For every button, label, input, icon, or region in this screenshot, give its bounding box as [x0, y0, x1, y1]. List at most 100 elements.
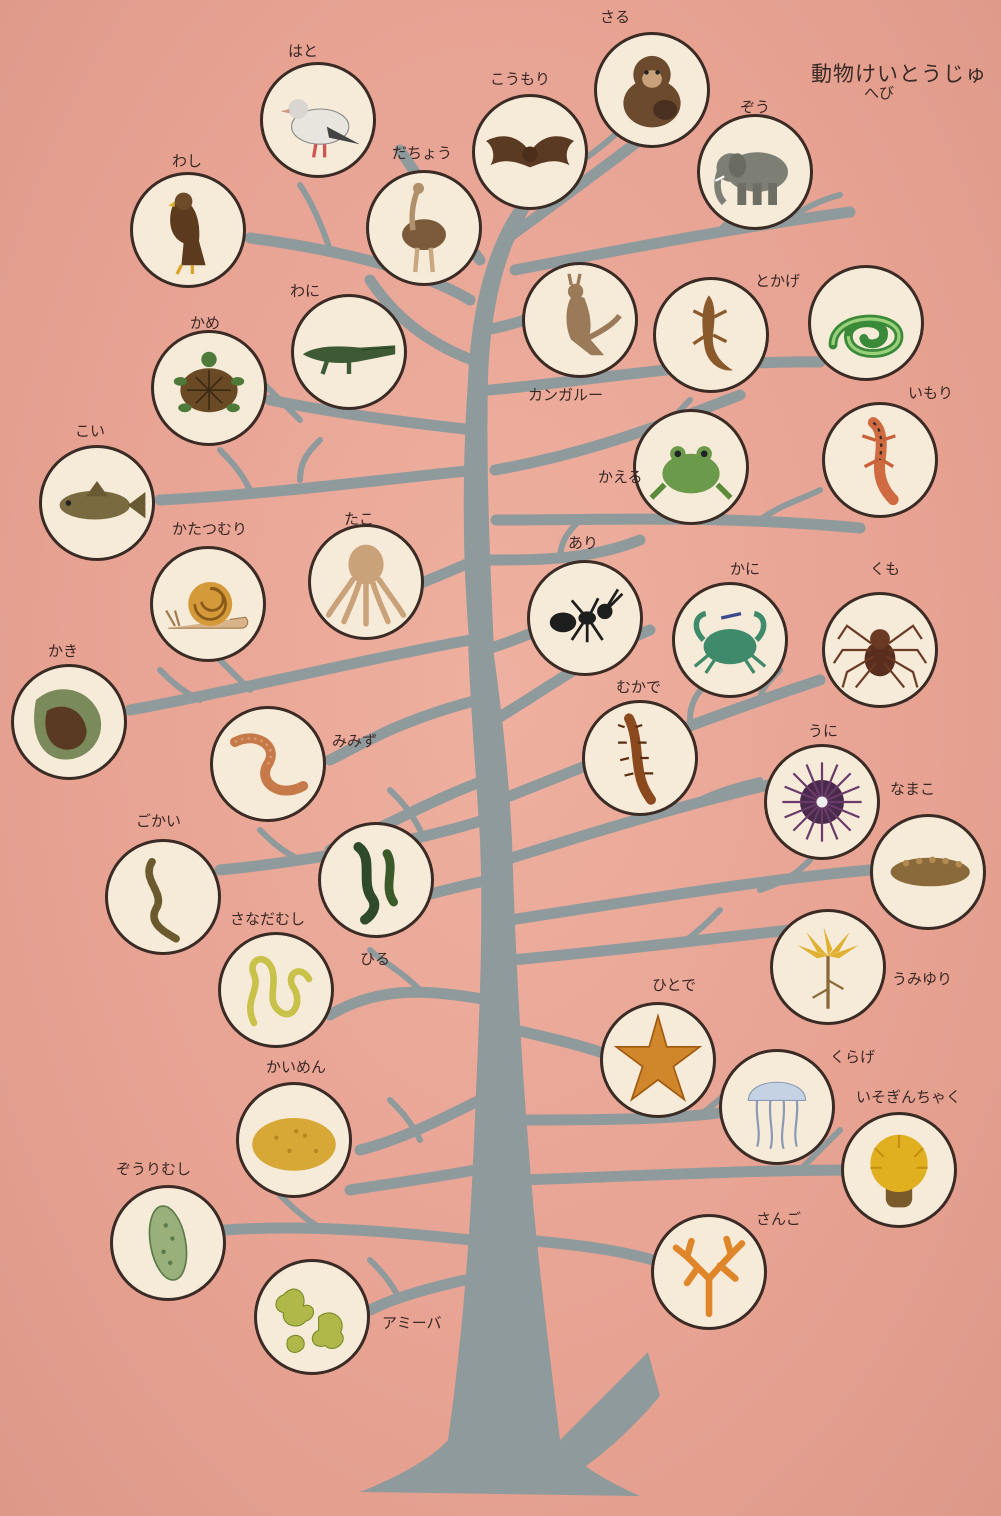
- pigeon-icon: [263, 65, 373, 175]
- leech-icon: [321, 825, 431, 935]
- oyster-icon: [14, 667, 124, 777]
- animal-node-zouirimushi: [110, 1185, 226, 1301]
- animal-label-isoginchaku: いそぎんちゃく: [856, 1086, 961, 1107]
- animal-node-mukade: [582, 700, 698, 816]
- earthworm-icon: [213, 709, 323, 819]
- turtle-icon: [154, 333, 264, 443]
- animal-node-kani: [672, 582, 788, 698]
- centipede-icon: [585, 703, 695, 813]
- animal-label-koi: こい: [75, 420, 105, 441]
- tree-twig: [220, 450, 250, 490]
- animal-label-kame: かめ: [190, 312, 220, 333]
- animal-label-kumo: くも: [870, 558, 900, 579]
- animal-label-ari: あり: [568, 532, 598, 553]
- ostrich-icon: [369, 173, 479, 283]
- animal-node-gokai: [105, 839, 221, 955]
- animal-label-zouirimushi: ぞうりむし: [116, 1158, 191, 1179]
- tree-branch: [370, 1280, 465, 1310]
- jellyfish-icon: [722, 1052, 832, 1162]
- animal-label-kaimen: かいめん: [266, 1056, 326, 1077]
- sea-cucumber-icon: [873, 817, 983, 927]
- animal-label-wani: わに: [290, 280, 320, 301]
- animal-node-sango: [651, 1214, 767, 1330]
- animal-label-dachou: だちょう: [392, 142, 452, 163]
- animal-node-kaeru: [633, 409, 749, 525]
- animal-label-uni: うに: [808, 720, 838, 741]
- animal-node-kame: [151, 330, 267, 446]
- tree-twig: [370, 1260, 400, 1300]
- animal-node-koi: [39, 445, 155, 561]
- animal-label-sango: さんご: [756, 1208, 801, 1229]
- poster-title: 動物けいとうじゅ: [811, 58, 987, 88]
- animal-node-wani: [291, 294, 407, 410]
- frog-icon: [636, 412, 746, 522]
- crocodile-icon: [294, 297, 404, 407]
- tree-twig: [260, 830, 300, 860]
- sea-lily-icon: [773, 912, 883, 1022]
- animal-node-koumori: [472, 94, 588, 210]
- animal-label-amiiba: アミーバ: [382, 1312, 442, 1333]
- animal-label-hato: はと: [288, 40, 318, 61]
- tree-twig: [300, 440, 320, 480]
- ragworm-icon: [108, 842, 218, 952]
- animal-node-kaimen: [236, 1082, 352, 1198]
- animal-label-gokai: ごかい: [136, 810, 181, 831]
- starfish-icon: [603, 1005, 713, 1115]
- animal-label-kaki: かき: [48, 640, 78, 661]
- animal-label-mukade: むかで: [616, 676, 661, 697]
- newt-icon: [825, 405, 935, 515]
- animal-node-washi: [130, 172, 246, 288]
- octopus-icon: [311, 527, 421, 637]
- tree-branch: [512, 930, 790, 960]
- animal-node-katatsumuri: [150, 546, 266, 662]
- sea-urchin-icon: [767, 747, 877, 857]
- animal-node-hiru: [318, 822, 434, 938]
- animal-node-mimizu: [210, 706, 326, 822]
- animal-node-kaki: [11, 664, 127, 780]
- animal-node-ari: [527, 560, 643, 676]
- tree-twig: [300, 185, 330, 250]
- tapeworm-icon: [221, 935, 331, 1045]
- ant-icon: [530, 563, 640, 673]
- paramecium-icon: [113, 1188, 223, 1298]
- tree-branch: [525, 1240, 660, 1262]
- elephant-icon: [700, 117, 810, 227]
- animal-node-kangaroo: [522, 262, 638, 378]
- animal-node-hitode: [600, 1002, 716, 1118]
- amoeba-icon: [257, 1262, 367, 1372]
- animal-label-mimizu: みみず: [332, 730, 377, 751]
- animal-label-hebi: へび: [864, 82, 894, 103]
- animal-node-kumo: [822, 592, 938, 708]
- snake-icon: [811, 268, 921, 378]
- snail-icon: [153, 549, 263, 659]
- sea-anemone-icon: [844, 1115, 954, 1225]
- crab-icon: [675, 585, 785, 695]
- lizard-icon: [656, 280, 766, 390]
- tree-branch: [350, 1170, 475, 1190]
- animal-label-sanadamushi: さなだむし: [230, 908, 305, 929]
- tree-branch: [515, 212, 850, 270]
- animal-label-hitode: ひとで: [652, 974, 696, 995]
- animal-node-tokage: [653, 277, 769, 393]
- animal-label-koumori: こうもり: [490, 68, 550, 89]
- animal-label-zou: ぞう: [740, 96, 770, 117]
- animal-label-kurage: くらげ: [830, 1046, 875, 1067]
- animal-node-umiyuri: [770, 909, 886, 1025]
- tree-branch: [160, 470, 476, 500]
- animal-label-katatsumuri: かたつむり: [172, 518, 247, 539]
- animal-label-imori: いもり: [908, 382, 953, 403]
- animal-label-kani: かに: [730, 558, 760, 579]
- carp-icon: [42, 448, 152, 558]
- animal-node-namako: [870, 814, 986, 930]
- animal-node-zou: [697, 114, 813, 230]
- spider-icon: [825, 595, 935, 705]
- kangaroo-icon: [525, 265, 635, 375]
- tree-branch: [225, 1228, 470, 1240]
- animal-node-uni: [764, 744, 880, 860]
- animal-node-imori: [822, 402, 938, 518]
- eagle-icon: [133, 175, 243, 285]
- animal-label-hiru: ひる: [360, 948, 390, 969]
- animal-label-washi: わし: [172, 150, 202, 171]
- animal-label-tako: たこ: [344, 508, 374, 529]
